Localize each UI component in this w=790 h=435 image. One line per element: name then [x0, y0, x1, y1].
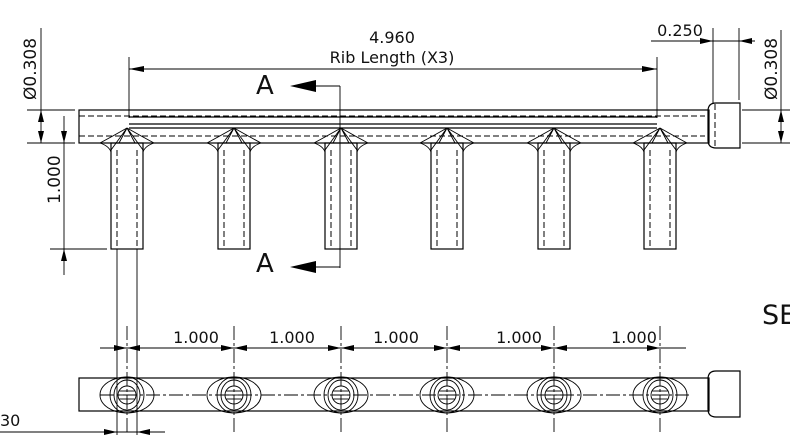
leg [419, 127, 475, 250]
leg [206, 127, 262, 250]
hole [419, 326, 475, 432]
spacing-label: 1.000 [269, 328, 315, 347]
hole [313, 326, 369, 432]
section-label-top: A [256, 71, 274, 101]
legs [99, 127, 688, 250]
diameter-left: Ø0.308 [21, 38, 41, 100]
hole [99, 326, 155, 432]
bottom-view: 30 [0, 249, 741, 435]
spacing-label: 1.000 [496, 328, 542, 347]
section-arrow-top [290, 80, 316, 92]
partial-dim-left: 30 [0, 411, 20, 430]
end-cap [707, 102, 741, 149]
section-arrow-bottom [290, 261, 316, 273]
leg [526, 127, 582, 250]
leg-length: 1.000 [45, 155, 65, 204]
diameter-right: Ø0.308 [762, 38, 782, 100]
top-view: 4.960 Rib Length (X3) A A Ø0.308 1.000 0… [21, 21, 790, 279]
main-tube [78, 109, 710, 144]
bottom-end-cap [707, 370, 741, 418]
partial-view-label: SE [762, 300, 790, 331]
cap-length: 0.250 [657, 21, 703, 40]
section-label-bottom: A [256, 249, 274, 279]
leg [99, 127, 155, 250]
rib-length-label: Rib Length (X3) [330, 48, 455, 67]
leg [313, 127, 369, 250]
spacing-label: 1.000 [173, 328, 219, 347]
rib-length-value: 4.960 [369, 28, 415, 47]
spacing-label: 1.000 [611, 328, 657, 347]
hole [632, 326, 688, 432]
hole [526, 326, 582, 432]
hole [206, 326, 262, 432]
leg [632, 127, 688, 250]
bottom-tube [78, 377, 710, 412]
spacing-label: 1.000 [373, 328, 419, 347]
